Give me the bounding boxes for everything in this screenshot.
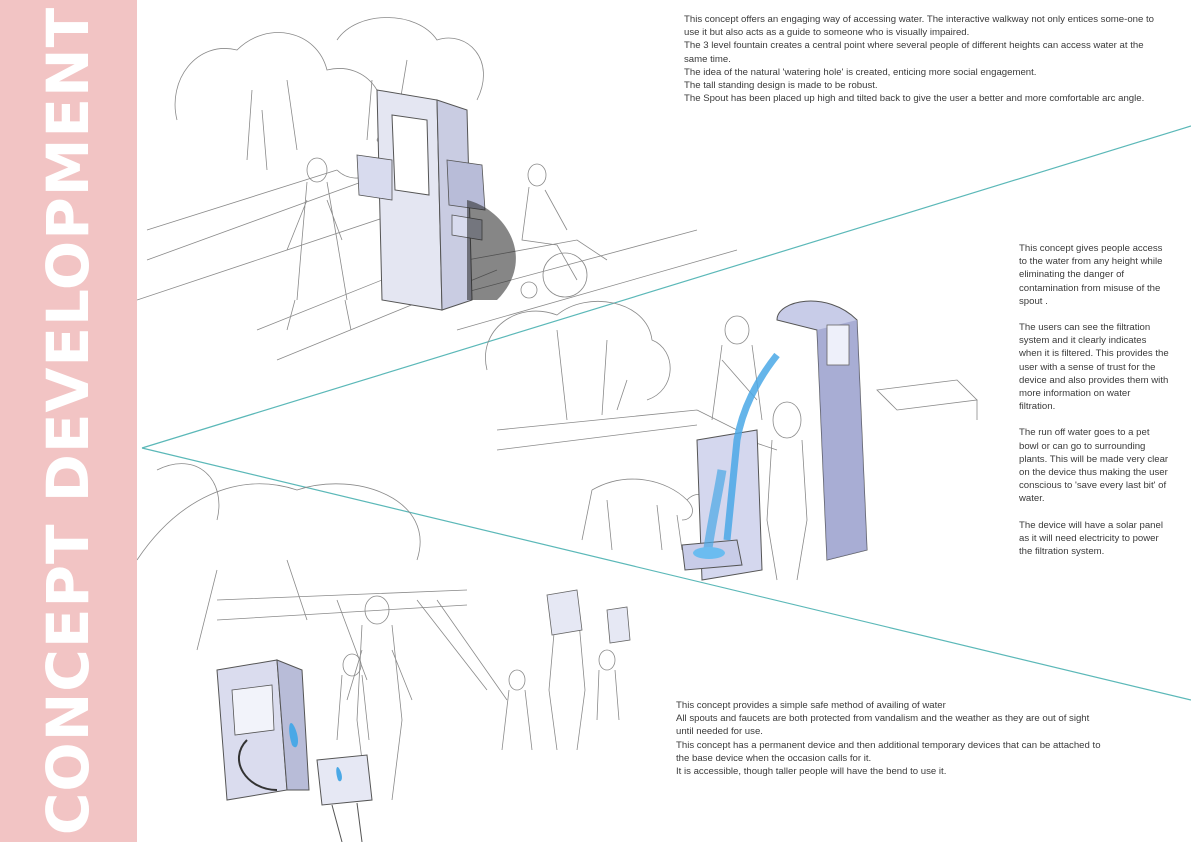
sketch-modular-fountain — [137, 463, 620, 801]
fountain-device-modular — [216, 589, 631, 842]
fountain-device-filtration — [681, 300, 868, 581]
concept-paragraph: The device will have a solar panel as it… — [1019, 519, 1163, 558]
fountain-device-tall — [356, 89, 516, 311]
concept-paragraph: This concept offers an engaging way of a… — [684, 14, 1154, 39]
concept-paragraph: It is accessible, though taller people w… — [676, 766, 947, 778]
concept-paragraph: The run off water goes to a pet bowl or … — [1019, 427, 1169, 505]
concept-paragraph: The tall standing design is made to be r… — [684, 80, 878, 92]
concept-paragraph: This concept has a permanent device and … — [676, 739, 1101, 764]
concept-description-modular: This concept provides a simple safe meth… — [676, 699, 1106, 778]
concept-description-walkway: This concept offers an engaging way of a… — [684, 13, 1164, 105]
concept-paragraph: This concept provides a simple safe meth… — [676, 700, 946, 711]
concept-paragraph: The Spout has been placed up high and ti… — [684, 93, 1145, 105]
sketch-illustrations — [137, 17, 1191, 842]
concept-paragraph: This concept gives people access to the … — [1019, 243, 1163, 307]
page-title: CONCEPT DEVELOPMENT — [34, 6, 102, 836]
sketch-filtration-fountain — [485, 301, 978, 581]
concept-description-filtration: This concept gives people access to the … — [1019, 242, 1169, 558]
concept-paragraph: All spouts and faucets are both protecte… — [676, 713, 1090, 738]
concept-paragraph: The users can see the filtration system … — [1019, 322, 1169, 413]
concept-paragraph: The idea of the natural 'watering hole' … — [684, 66, 1037, 78]
sidebar-band: CONCEPT DEVELOPMENT — [0, 0, 137, 842]
section-divider-upper — [141, 125, 1191, 449]
section-divider-lower — [141, 447, 1191, 701]
concept-paragraph: The 3 level fountain creates a central p… — [684, 40, 1144, 65]
